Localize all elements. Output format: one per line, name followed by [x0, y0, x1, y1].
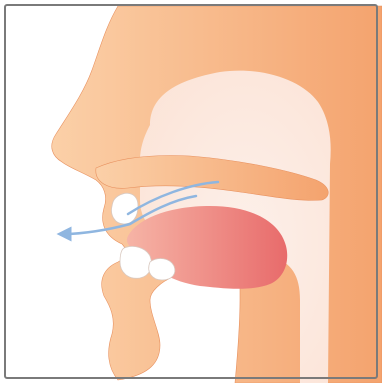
lower-teeth: [120, 246, 152, 278]
upper-teeth: [112, 193, 139, 224]
lower-teeth-back: [149, 259, 175, 280]
